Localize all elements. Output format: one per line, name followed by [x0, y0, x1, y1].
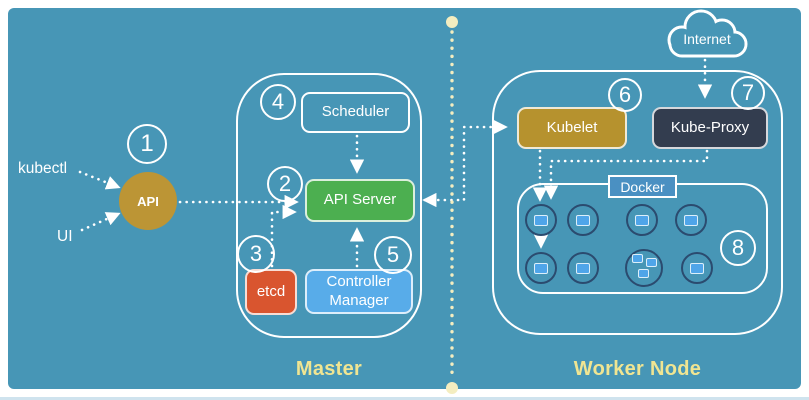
container-icon — [690, 262, 704, 274]
step-5-badge: 5 — [374, 236, 412, 274]
kube-proxy-node: Kube-Proxy — [652, 107, 768, 149]
step-7-badge: 7 — [731, 76, 765, 110]
master-section-box — [236, 73, 422, 338]
api-node: API — [119, 172, 177, 230]
pod — [525, 204, 557, 236]
scheduler-node: Scheduler — [301, 92, 410, 133]
container-icon — [534, 262, 548, 274]
pod — [567, 252, 599, 284]
step-8-badge: 8 — [720, 230, 756, 266]
pod — [567, 204, 599, 236]
kubelet-node: Kubelet — [517, 107, 627, 149]
pod — [626, 204, 658, 236]
arrow-kube-proxy-to-pod — [543, 149, 709, 200]
step-6-badge: 6 — [608, 78, 642, 112]
arrow-etcd-to-api-server — [270, 204, 297, 268]
arrow-api-server-kubelet — [422, 119, 508, 208]
etcd-node: etcd — [245, 269, 297, 315]
step-1-badge: 1 — [127, 124, 167, 164]
pod — [525, 252, 557, 284]
container-icon — [576, 214, 590, 226]
ui-label: UI — [57, 228, 73, 245]
worker-section-box — [492, 70, 783, 335]
internet-cloud-icon — [667, 9, 748, 58]
arrow-ui-to-api — [80, 212, 121, 232]
container-icon — [638, 269, 649, 278]
pod — [681, 252, 713, 284]
step-4-badge: 4 — [260, 84, 296, 120]
container-icon — [632, 254, 643, 263]
pod — [675, 204, 707, 236]
container-icon — [576, 262, 590, 274]
controller-manager-node: Controller Manager — [305, 269, 413, 314]
arrow-kubectl-to-api — [78, 170, 121, 190]
container-icon — [646, 258, 657, 267]
container-icon — [534, 214, 548, 226]
kubectl-label: kubectl — [18, 160, 68, 177]
api-server-node: API Server — [305, 179, 415, 222]
internet-label: Internet — [683, 31, 731, 47]
container-icon — [635, 214, 649, 226]
container-icon — [684, 214, 698, 226]
section-divider — [446, 16, 458, 394]
worker-section-label: Worker Node — [573, 358, 702, 380]
pod-multi-container — [625, 249, 663, 287]
master-section-label: Master — [295, 358, 363, 380]
docker-tab: Docker — [608, 175, 677, 198]
step-2-badge: 2 — [267, 166, 303, 202]
step-3-badge: 3 — [237, 235, 275, 273]
